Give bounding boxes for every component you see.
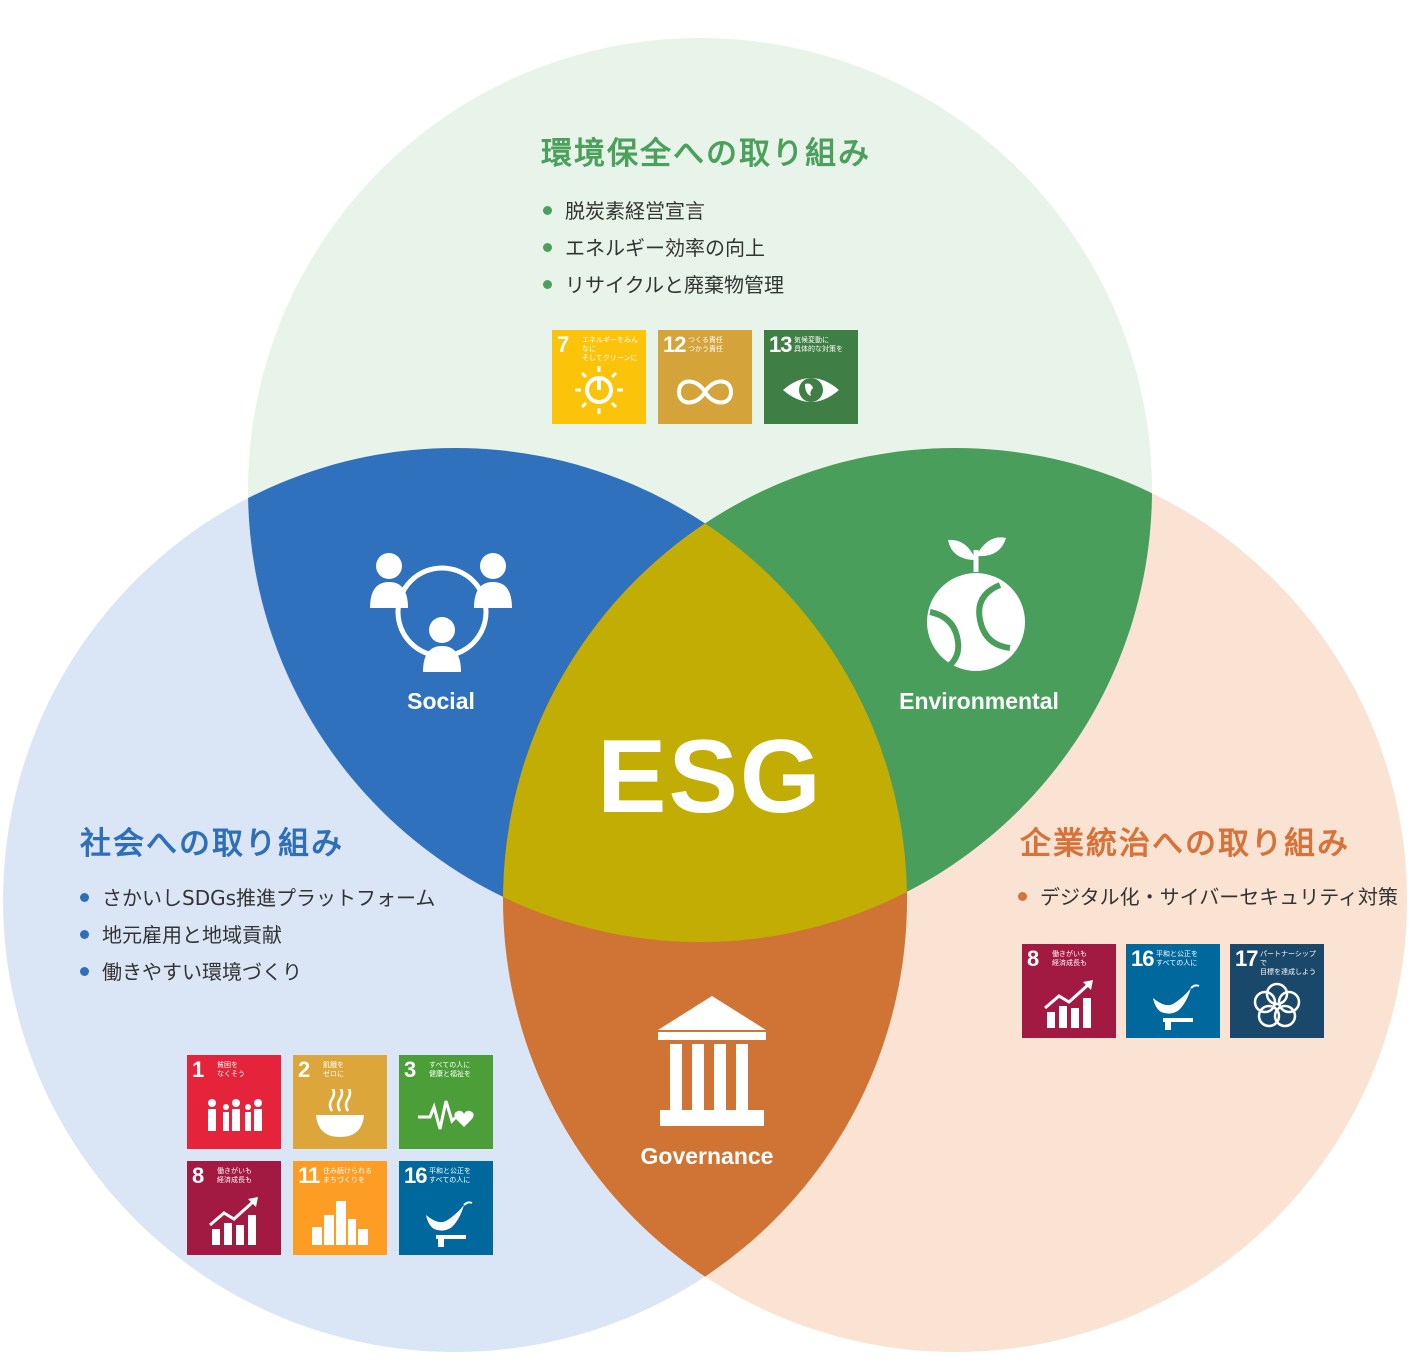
sdg-1-tile: 1 貧困を なくそう [187,1055,281,1149]
list-item: デジタル化・サイバーセキュリティ対策 [1016,879,1398,916]
sun-power-icon [575,366,623,414]
environmental-segment-label: Environmental [899,688,1059,714]
government-building-icon [658,996,766,1126]
earth-eye-icon [783,378,839,402]
sdg-3-tile: 3 すべての人に 健康と福祉を [399,1055,493,1149]
list-item: さかいしSDGs推進プラットフォーム [78,880,435,917]
dove-icon [426,1201,473,1247]
growth-chart-icon [209,1197,258,1245]
esg-center [503,448,907,942]
list-item: 地元雇用と地域貢献 [78,917,435,954]
sdg-8-tile: 8 働きがいも 経済成長も [187,1161,281,1255]
rings-icon [1253,982,1301,1028]
sdg-17-tile: 17 パートナーシップで 目標を達成しよう [1230,944,1324,1038]
social-segment-label: Social [407,688,475,714]
sdg-7-tile: 7 エネルギーをみんなに そしてクリーンに [552,330,646,424]
list-item: エネルギー効率の向上 [541,230,784,267]
people-network-icon [370,553,512,672]
environment-list: 脱炭素経営宣言 エネルギー効率の向上 リサイクルと廃棄物管理 [541,193,784,304]
city-icon [312,1201,368,1245]
list-item: 働きやすい環境づくり [78,954,435,991]
esg-center-label: ESG [597,719,823,835]
sdg-13-tile: 13 気候変動に 具体的な対策を [764,330,858,424]
family-icon [208,1099,262,1131]
social-list: さかいしSDGs推進プラットフォーム 地元雇用と地域貢献 働きやすい環境づくり [78,880,435,991]
sdg-16-tile: 16 平和と公正を すべての人に [1126,944,1220,1038]
heartbeat-icon [418,1100,474,1130]
dove-icon [1153,984,1200,1030]
governance-segment-label: Governance [640,1143,774,1169]
bowl-icon [316,1089,364,1137]
list-item: 脱炭素経営宣言 [541,193,784,230]
social-heading: 社会への取り組み [80,826,344,862]
governance-heading: 企業統治への取り組み [1020,826,1350,862]
sdg-16-tile: 16 平和と公正を すべての人に [399,1161,493,1255]
governance-list: デジタル化・サイバーセキュリティ対策 [1016,879,1398,916]
environment-heading: 環境保全への取り組み [541,136,871,172]
infinity-icon [676,379,734,405]
sdg-8-tile: 8 働きがいも 経済成長も [1022,944,1116,1038]
sdg-12-tile: 12 つくる責任 つかう責任 [658,330,752,424]
sdg-11-tile: 11 住み続けられる まちづくりを [293,1161,387,1255]
sprouting-globe-icon [927,537,1025,671]
sdg-2-tile: 2 飢餓を ゼロに [293,1055,387,1149]
list-item: リサイクルと廃棄物管理 [541,267,784,304]
growth-chart-icon [1044,980,1093,1028]
